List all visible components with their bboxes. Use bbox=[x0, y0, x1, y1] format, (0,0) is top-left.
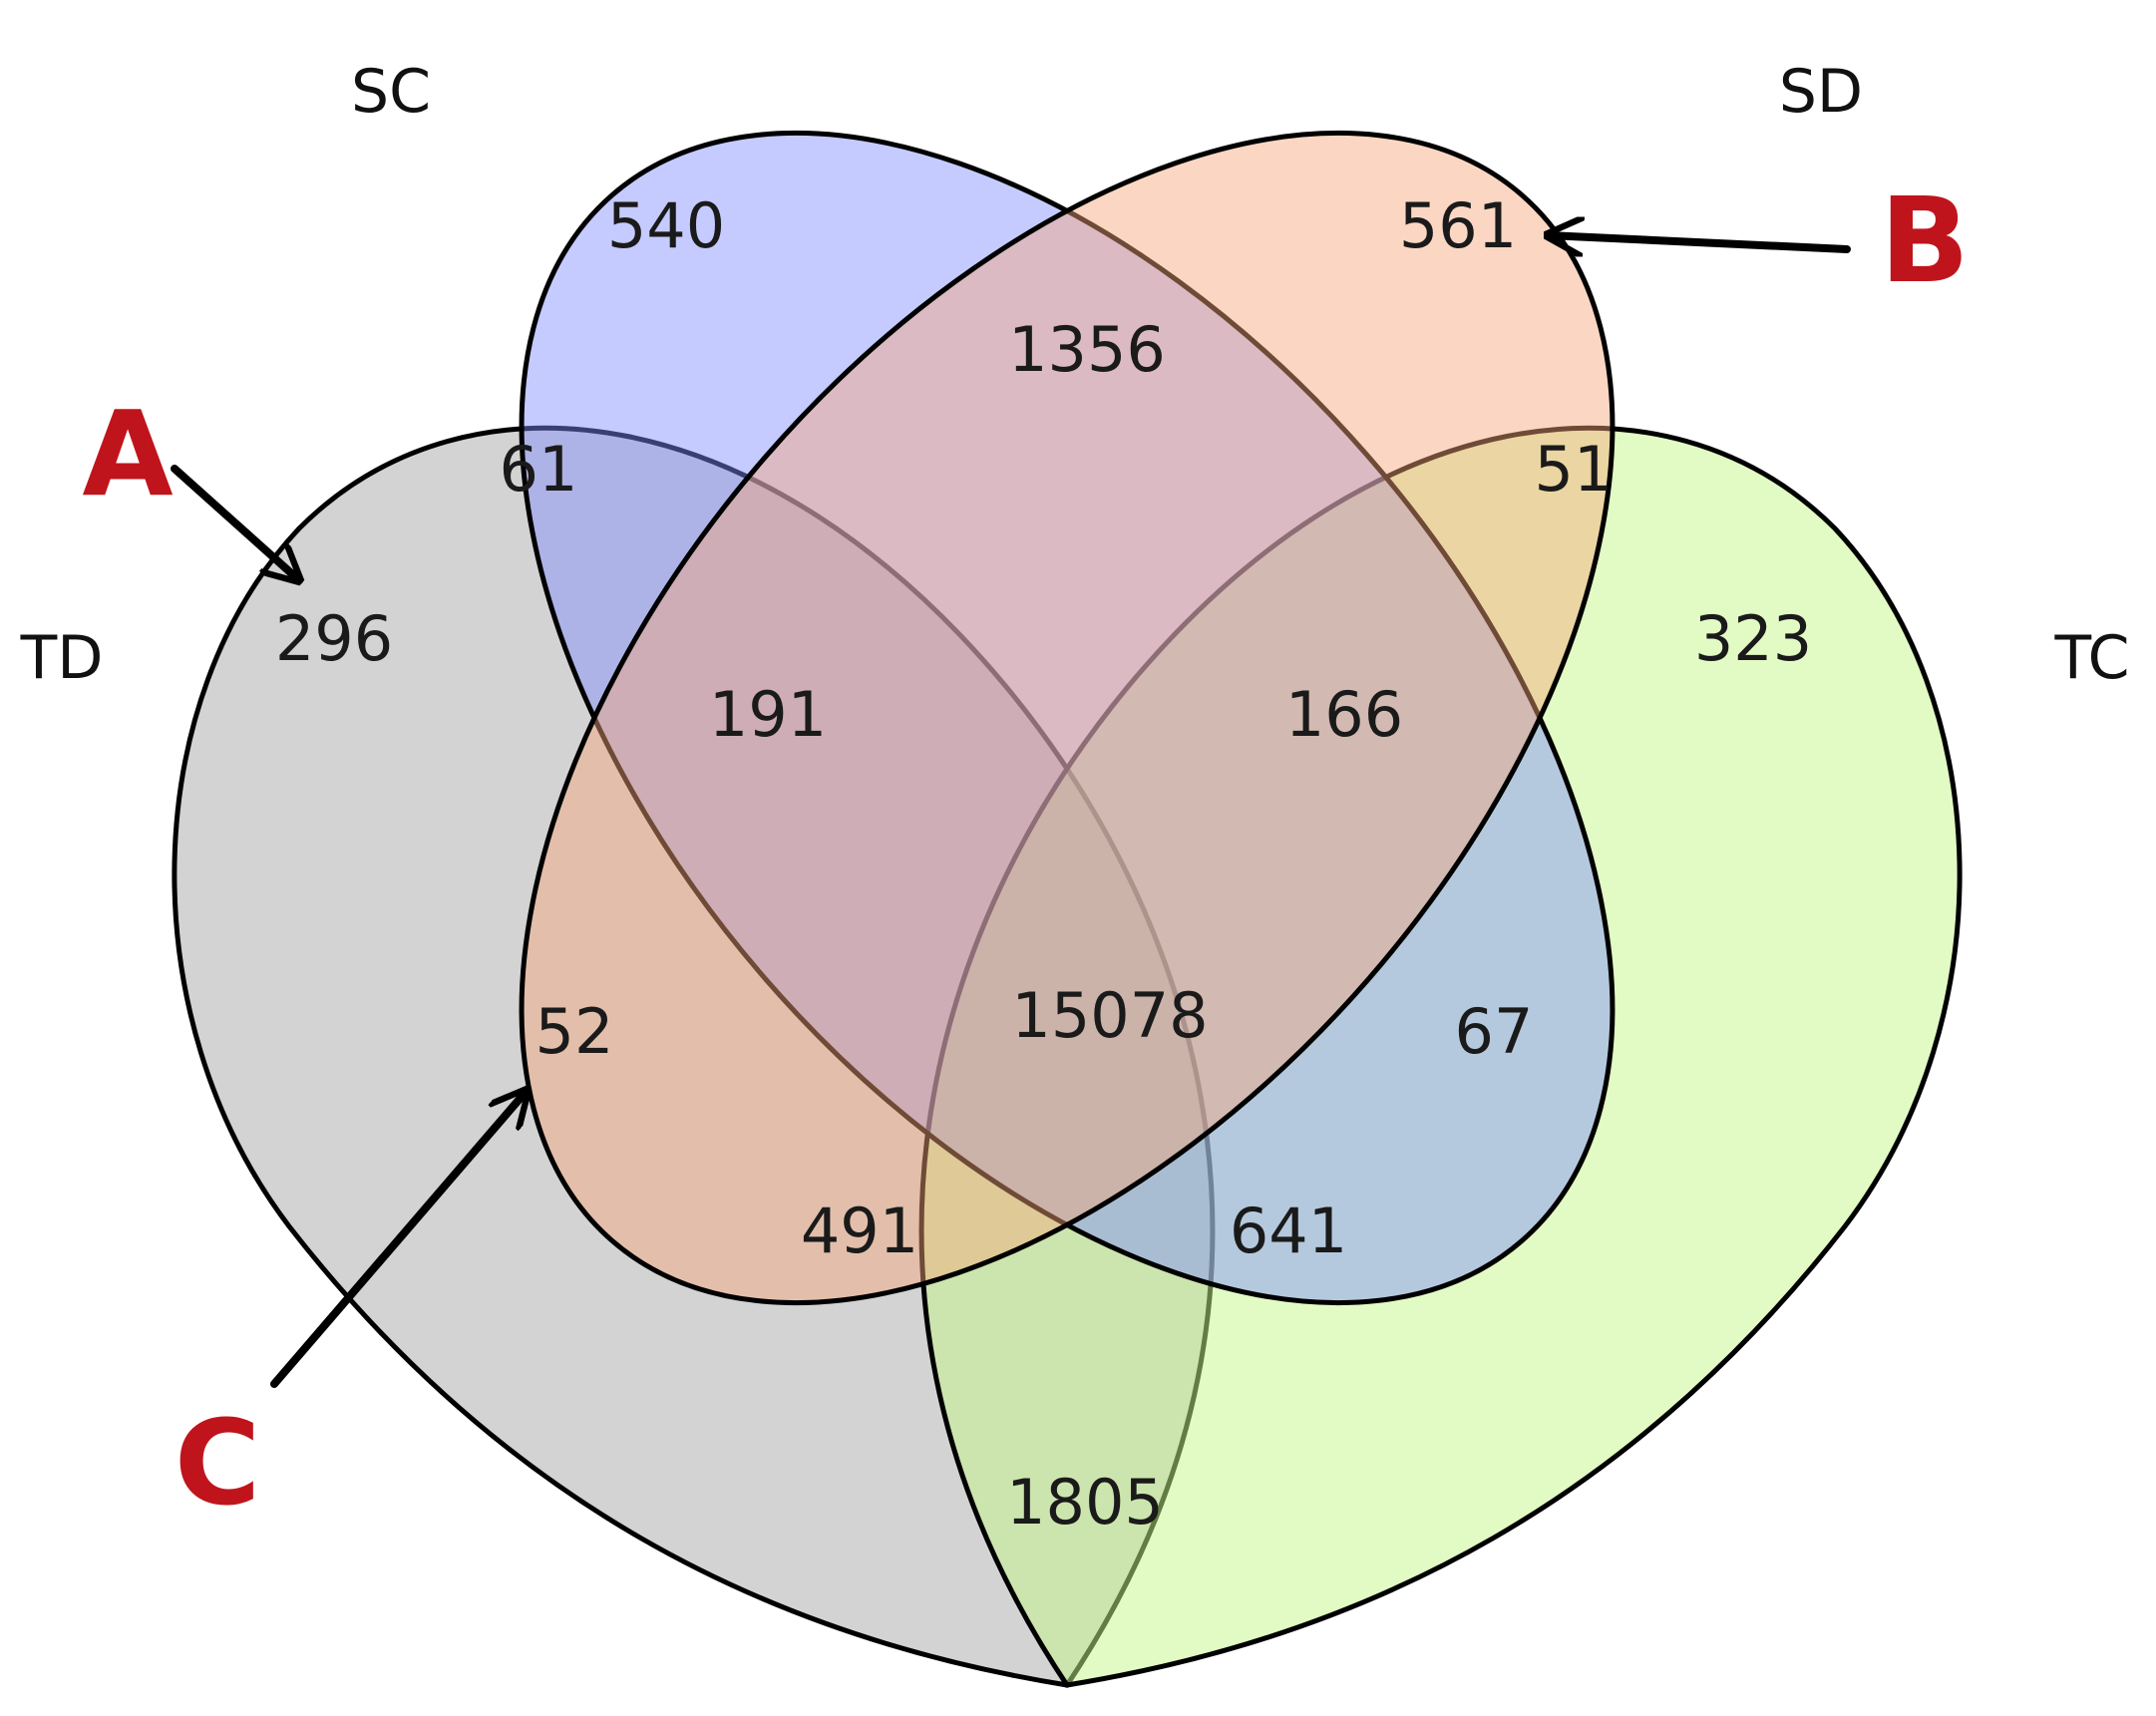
region-count-sc-sd-tc: 166 bbox=[1285, 678, 1403, 751]
region-count-sd-tc: 51 bbox=[1535, 433, 1614, 506]
region-count-tc-only: 323 bbox=[1694, 602, 1812, 675]
region-count-sc-sd-td: 191 bbox=[709, 678, 827, 751]
set-sd-shape bbox=[519, 130, 1616, 1306]
region-count-td-tc: 1805 bbox=[1006, 1466, 1164, 1539]
callout-arrow-b bbox=[1548, 235, 1851, 249]
region-count-sc-tc: 67 bbox=[1455, 995, 1534, 1068]
set-label-sd: SD bbox=[1779, 57, 1863, 127]
callout-arrow-c bbox=[270, 1091, 527, 1388]
set-label-sc: SC bbox=[351, 57, 431, 127]
region-count-all: 15078 bbox=[1011, 979, 1208, 1052]
region-count-sc-sd: 1356 bbox=[1008, 313, 1166, 386]
set-tc-shape bbox=[918, 425, 1963, 1688]
region-count-sc-td-tc: 641 bbox=[1230, 1195, 1347, 1267]
region-count-sc-only: 540 bbox=[607, 189, 725, 262]
set-label-td: TD bbox=[20, 623, 104, 693]
region-count-sd-td: 52 bbox=[536, 995, 614, 1068]
callout-label-b: B bbox=[1880, 172, 1970, 309]
region-count-sd-td-tc: 491 bbox=[801, 1195, 918, 1267]
region-count-sd-only: 561 bbox=[1399, 189, 1517, 262]
set-label-tc: TC bbox=[2053, 623, 2129, 693]
region-count-td-only: 296 bbox=[275, 602, 393, 675]
callout-label-a: A bbox=[82, 385, 173, 522]
region-count-sc-td: 61 bbox=[500, 433, 578, 506]
callout-arrow-a bbox=[171, 465, 299, 580]
callout-label-c: C bbox=[175, 1394, 261, 1532]
